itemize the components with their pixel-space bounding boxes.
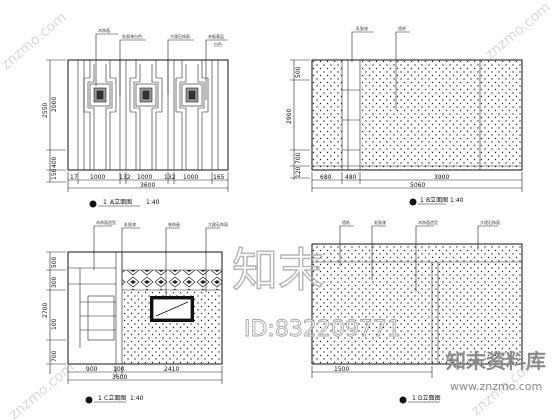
panel-4-dim-horizontal xyxy=(311,366,433,378)
panel-1-dim-h-1: 1000 xyxy=(90,174,105,181)
panel-3-title-num: 1 xyxy=(98,395,102,402)
panel-4-callout-3: 木饰面造型 xyxy=(418,219,438,225)
panel-1-dim-v-3: 150 xyxy=(51,168,58,180)
panel-3-callout-3: 装饰画 xyxy=(168,221,180,227)
panel-2-callout-2: 墙纸 xyxy=(398,25,406,31)
panel-1-dim-h-5: 1000 xyxy=(183,174,198,181)
panel-1-dim-v-1: 2000 xyxy=(51,97,58,112)
panel-2-title-name: B立面图 xyxy=(426,196,448,204)
panel-3-title-name: C立面图 xyxy=(104,394,126,402)
panel-2-leaders xyxy=(351,31,410,110)
panel-2-dim-vertical xyxy=(290,59,310,180)
panel-1-frame-1 xyxy=(83,60,117,170)
panel-1-callout-1: 木饰面 xyxy=(98,27,110,33)
panel-3-painting xyxy=(150,296,194,322)
panel-4-leaders xyxy=(339,225,498,292)
panel-3-dim-v-1: 300 xyxy=(51,276,58,288)
panel-3-dim-h-0: 900 xyxy=(86,366,98,373)
panel-1-callout-4-sub: 白色 xyxy=(214,41,222,47)
watermark-diagonal-top-right: znzmo.com xyxy=(482,0,553,63)
panel-1-frame-2 xyxy=(129,60,163,170)
watermark-id: ID:832209771 xyxy=(244,317,401,342)
panel-1-strips xyxy=(77,60,219,170)
panel-1-elevation: 木饰面 乳胶漆白色 大理石饰面 夹板基层 白色 2550 2000 400 15… xyxy=(42,27,229,208)
panel-3-callout-2: 乳胶漆 xyxy=(124,221,136,227)
panel-3-title: 1 C立面图 1:40 xyxy=(85,394,144,404)
panel-1-dim-h-0: 17 xyxy=(70,174,78,181)
panel-1-dim-v-0: 2550 xyxy=(42,103,49,118)
panel-1-callout-4: 夹板基层 xyxy=(208,33,224,39)
panel-1-dim-v-2: 400 xyxy=(51,156,58,168)
panel-2-dim-h-1: 480 xyxy=(345,174,357,181)
panel-4-callout-4: 大理石饰面 xyxy=(480,219,500,225)
panel-3-total-width: 3600 xyxy=(112,374,127,381)
panel-3-dim-h-2: 2410 xyxy=(164,366,179,373)
panel-4-title-name: D立面图 xyxy=(418,394,441,402)
watermark-logo-text: 知末 xyxy=(232,243,324,297)
panel-3-dim-h-1: 100 xyxy=(113,366,125,373)
panel-1-leaders xyxy=(95,33,228,100)
panel-2-panels xyxy=(312,60,522,170)
panel-1-title-scale: 1:40 xyxy=(146,199,160,206)
panel-2-dim-v-3: 120 xyxy=(295,166,302,178)
panel-1-dim-h-6: 165 xyxy=(213,174,225,181)
watermark-diagonal-bottom-left: znzmo.com xyxy=(6,359,77,420)
panel-3-divisions xyxy=(68,252,222,364)
panel-2-title: 1 B立面图 1:40 xyxy=(409,196,464,206)
panel-3-callout-1: 木饰面造型 xyxy=(96,219,116,225)
panel-4-title-num: 1 xyxy=(412,395,416,402)
panel-1-dim-h-3: 1000 xyxy=(137,174,152,181)
watermark-site: www.znzmo.com xyxy=(450,380,542,393)
panel-1-dim-vertical xyxy=(46,59,66,183)
watermark-diagonal-top-left: znzmo.com xyxy=(0,9,70,73)
panel-1-frame-3 xyxy=(175,60,209,170)
panel-2-total-width: 5060 xyxy=(410,182,425,189)
panel-2-dim-v-1: 2900 xyxy=(286,109,293,124)
panel-2-title-num: 1 xyxy=(420,197,424,204)
panel-2-dim-v-0: 500 xyxy=(295,66,302,78)
panel-1-total-width: 3600 xyxy=(140,182,155,189)
panel-2-dim-h-0: 680 xyxy=(320,174,332,181)
panel-2-title-scale: 1:40 xyxy=(450,197,464,204)
panel-3-dim-vertical xyxy=(46,251,66,374)
panel-2-dim-v-2: 700 xyxy=(295,152,302,164)
panel-2-elevation: 乳胶漆 墙纸 500 2900 700 120 680 480 3900 506… xyxy=(286,25,523,206)
panel-4-title: 1 D立面图 xyxy=(399,394,441,404)
panel-3-dim-v-0: 500 xyxy=(51,256,58,268)
panel-1-dim-h-2: 132 xyxy=(119,174,131,181)
panel-1-dim-h-4: 132 xyxy=(164,174,176,181)
panel-3-callout-4: 大理石饰面 xyxy=(208,221,228,227)
watermark-brand: 知末资料库 xyxy=(446,349,546,373)
panel-3-dim-v-4: 700 xyxy=(51,350,58,362)
panel-1-title-name: A立面图 xyxy=(110,198,132,206)
panel-3-leaders xyxy=(93,225,220,300)
panel-1-title: 1 A立面图 1:40 xyxy=(89,198,160,208)
panel-1-dim-horizontal xyxy=(67,172,229,192)
panel-2-dim-horizontal xyxy=(311,172,523,192)
panel-2-callout-1: 乳胶漆 xyxy=(356,25,368,31)
panel-3-title-scale: 1:40 xyxy=(130,395,144,402)
panel-4-divisions xyxy=(312,261,522,364)
panel-1-title-num: 1 xyxy=(103,199,107,206)
panel-4-callout-2: 乳胶漆 xyxy=(374,219,386,225)
panel-4-callout-1: 墙纸 xyxy=(342,219,350,225)
panel-3-dim-v-2: 2700 xyxy=(42,303,49,318)
panel-1-callout-2: 乳胶漆白色 xyxy=(122,33,142,39)
panel-2-dim-h-2: 3900 xyxy=(434,174,449,181)
panel-3-elevation: 木饰面造型 乳胶漆 装饰画 大理石饰面 500 300 2700 100 700… xyxy=(42,219,228,404)
panel-4-dim-h-0: 1500 xyxy=(334,366,349,373)
panel-3-dim-horizontal xyxy=(67,366,223,384)
panel-4-elevation: 墙纸 乳胶漆 木饰面造型 大理石饰面 1500 1 D立面图 xyxy=(311,219,523,404)
panel-1-callout-3: 大理石饰面 xyxy=(170,33,190,39)
panel-3-dim-v-3: 100 xyxy=(51,318,58,330)
